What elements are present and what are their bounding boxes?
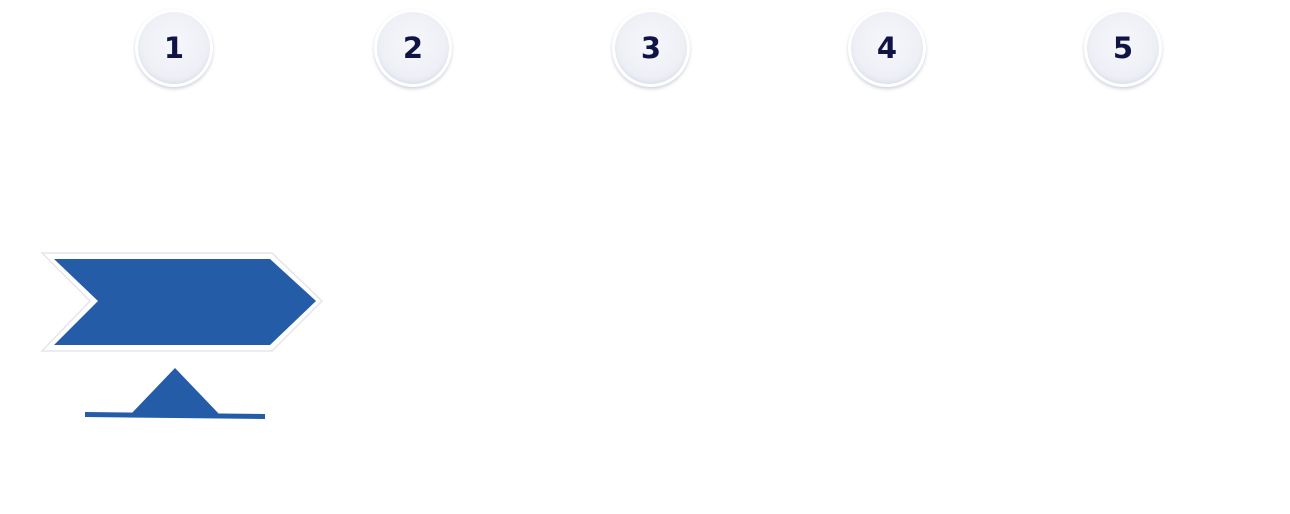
- step-number-3: 3: [640, 30, 662, 65]
- chevron-arrow-shape[interactable]: [54, 259, 316, 345]
- pointer-baseline: [85, 412, 265, 419]
- step-circle-5[interactable]: 5: [1084, 9, 1162, 87]
- step-number-4: 4: [876, 30, 898, 65]
- step-number-1: 1: [163, 30, 185, 65]
- step-circle-3[interactable]: 3: [612, 9, 690, 87]
- step-circle-4[interactable]: 4: [848, 9, 926, 87]
- step-number-5: 5: [1112, 30, 1134, 65]
- step-number-2: 2: [402, 30, 424, 65]
- step-circle-1[interactable]: 1: [135, 9, 213, 87]
- triangle-pointer-icon: [130, 368, 220, 415]
- step-circle-2[interactable]: 2: [374, 9, 452, 87]
